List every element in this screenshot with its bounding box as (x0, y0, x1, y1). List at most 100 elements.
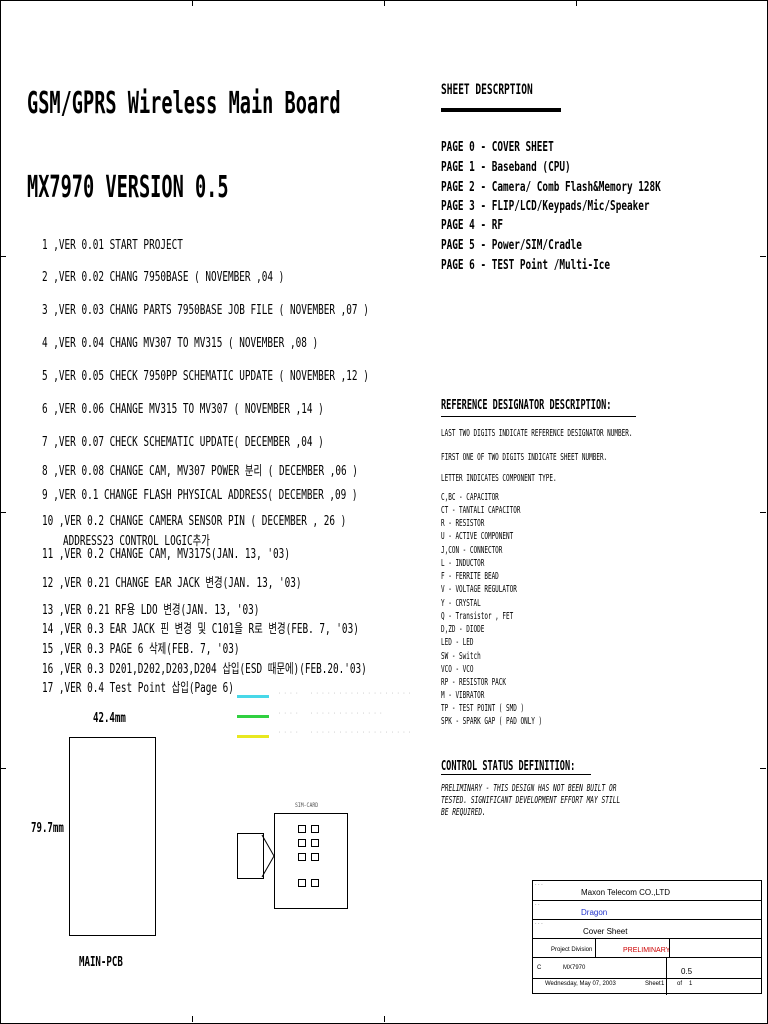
page-entry: PAGE 1 - Baseband (CPU) (441, 160, 571, 175)
revision-entry: 8 ,VER 0.08 CHANGE CAM, MV307 POWER 분리 (… (42, 464, 358, 479)
control-status-text: PRELIMINARY - THIS DESIGN HAS NOT BEEN B… (441, 783, 617, 794)
legend-swatch-green (237, 715, 269, 718)
designator-item: LED - LED (441, 637, 474, 648)
sim-pin (311, 839, 319, 847)
legend-swatch-cyan (237, 695, 269, 698)
connector-outline (237, 833, 264, 879)
sheet-total: 1 (689, 981, 693, 987)
revision-entry: 5 ,VER 0.05 CHECK 7950PP SCHEMATIC UPDAT… (42, 369, 369, 384)
legend-text-blurred: · · · · (278, 710, 299, 717)
designator-item: SPK - SPARK GAP ( PAD ONLY ) (441, 716, 543, 727)
page-title: Cover Sheet (583, 927, 628, 936)
designator-item: C,BC - CAPACITOR (441, 492, 499, 503)
frame-tick (192, 1016, 193, 1022)
revision-number: 0.5 (681, 967, 693, 976)
project-name: Dragon (581, 908, 608, 917)
sim-pin (298, 825, 306, 833)
title-block-field-label: · · (535, 902, 540, 908)
title-block-divider (595, 938, 596, 957)
reference-note: LAST TWO DIGITS INDICATE REFERENCE DESIG… (441, 428, 633, 439)
sim-pin (298, 879, 306, 887)
board-title: GSM/GPRS Wireless Main Board (27, 86, 341, 121)
sim-pin (298, 839, 306, 847)
title-block-divider (533, 978, 761, 979)
sheet-number: 1 (661, 981, 665, 987)
frame-tick (0, 256, 6, 257)
heading-underline (441, 774, 591, 775)
revision-entry: 15 ,VER 0.3 PAGE 6 삭제(FEB. 7, '03) (42, 642, 240, 657)
page-entry: PAGE 0 - COVER SHEET (441, 140, 554, 155)
revision-entry: 12 ,VER 0.21 CHANGE EAR JACK 변경(JAN. 13,… (42, 576, 302, 591)
designator-item: U - ACTIVE COMPONENT (441, 531, 514, 542)
document-size: C (537, 965, 542, 971)
page-entry: PAGE 3 - FLIP/LCD/Keypads/Mic/Speaker (441, 199, 650, 214)
revision-entry: 10 ,VER 0.2 CHANGE CAMERA SENSOR PIN ( D… (42, 514, 347, 529)
sim-card-label: SIM-CARD (295, 802, 319, 809)
designator-item: SW - Switch (441, 651, 481, 662)
designator-item: RP - RESISTOR PACK (441, 677, 507, 688)
revision-entry: 4 ,VER 0.04 CHANG MV307 TO MV315 ( NOVEM… (42, 336, 319, 351)
pcb-outline (69, 737, 156, 936)
designator-item: TP - TEST POINT ( SMD ) (441, 703, 525, 714)
reference-heading: REFERENCE DESIGNATOR DESCRIPTION: (441, 398, 612, 413)
title-block-field-label: · · · (535, 882, 543, 888)
page-entry: PAGE 6 - TEST Point /Multi-Ice (441, 258, 611, 273)
sim-pin (311, 825, 319, 833)
sheet-label: Sheet (645, 981, 661, 987)
document-number: MX7970 (563, 965, 586, 971)
status-badge: PRELIMINARY (623, 947, 671, 954)
designator-item: VCO - VCO (441, 664, 474, 675)
reference-note: LETTER INDICATES COMPONENT TYPE. (441, 473, 557, 484)
revision-entry: 7 ,VER 0.07 CHECK SCHEMATIC UPDATE( DECE… (42, 435, 324, 450)
revision-entry: 16 ,VER 0.3 D201,D202,D203,D204 삽입(ESD 때… (42, 662, 367, 677)
designator-item: Q - Transistor , FET (441, 611, 514, 622)
revision-entry: 17 ,VER 0.4 Test Point 삽입(Page 6) (42, 681, 234, 696)
designator-item: J,CON - CONNECTOR (441, 545, 503, 556)
revision-entry: 3 ,VER 0.03 CHANG PARTS 7950BASE JOB FIL… (42, 303, 369, 318)
title-block-divider (533, 900, 761, 901)
legend-text-blurred: · · · · (278, 690, 299, 697)
page-entry: PAGE 2 - Camera/ Comb Flash&Memory 128K (441, 180, 661, 195)
revision-entry-continued: ADDRESS23 CONTROL LOGIC추가 (63, 534, 210, 549)
frame-tick (0, 768, 6, 769)
revision-entry: 6 ,VER 0.06 CHANGE MV315 TO MV307 ( NOVE… (42, 402, 324, 417)
revision-entry: 14 ,VER 0.3 EAR JACK 핀 변경 및 C101을 R로 변경(… (42, 622, 359, 637)
revision-entry: 9 ,VER 0.1 CHANGE FLASH PHYSICAL ADDRESS… (42, 488, 358, 503)
legend-text-blurred: · · · · (278, 729, 299, 736)
of-label: of (677, 981, 683, 987)
company-name: Maxon Telecom CO.,LTD (581, 888, 671, 897)
version-title: MX7970 VERSION 0.5 (27, 170, 229, 205)
pcb-width-label: 42.4mm (93, 711, 126, 726)
heading-underline (441, 108, 561, 112)
frame-tick (192, 0, 193, 6)
legend-swatch-yellow (237, 735, 269, 738)
frame-tick (760, 512, 766, 513)
revision-entry: 1 ,VER 0.01 START PROJECT (42, 238, 183, 253)
designator-item: R - RESISTOR (441, 518, 485, 529)
sim-pin (298, 853, 306, 861)
title-block-divider (533, 938, 761, 939)
designator-item: Y - CRYSTAL (441, 598, 481, 609)
page-entry: PAGE 4 - RF (441, 218, 503, 233)
legend-text-blurred: · · · · · · · · · · · · · · · · · · (310, 690, 412, 697)
designator-item: F - FERRITE BEAD (441, 571, 499, 582)
revision-entry: 11 ,VER 0.2 CHANGE CAM, MV317S(JAN. 13, … (42, 547, 290, 562)
sheet-description-heading: SHEET DESCRPTION (441, 82, 533, 98)
heading-underline (441, 416, 636, 417)
frame-tick (760, 256, 766, 257)
sim-pin (311, 879, 319, 887)
document-date: Wednesday, May 07, 2003 (545, 981, 616, 987)
reference-note: FIRST ONE OF TWO DIGITS INDICATE SHEET N… (441, 452, 608, 463)
revision-entry: 13 ,VER 0.21 RF용 LDO 변경(JAN. 13, '03) (42, 603, 260, 618)
frame-tick (0, 512, 6, 513)
title-block-divider (533, 957, 761, 958)
pcb-height-label: 79.7mm (31, 821, 64, 836)
pcb-name-label: MAIN-PCB (79, 955, 123, 970)
designator-item: L - INDUCTOR (441, 558, 485, 569)
sim-pin (311, 853, 319, 861)
title-block: · · · Maxon Telecom CO.,LTD · · Dragon ·… (532, 880, 762, 994)
frame-tick (576, 0, 577, 6)
designator-item: D,ZD - DIODE (441, 624, 485, 635)
frame-tick (384, 0, 385, 6)
sim-card-outline (274, 813, 348, 909)
